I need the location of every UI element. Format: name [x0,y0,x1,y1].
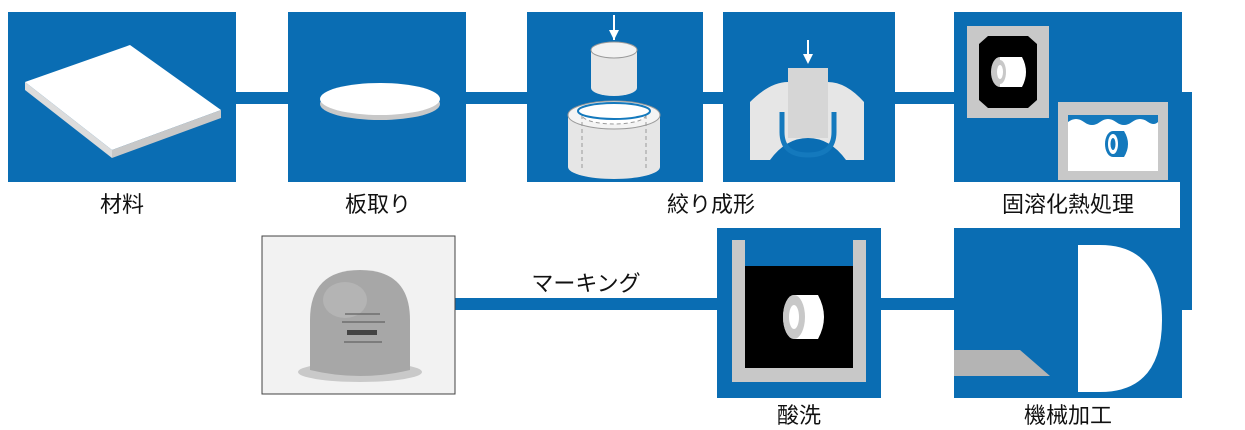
step-material [8,12,236,182]
step-pickling [717,228,881,398]
label-material: 材料 [100,193,144,218]
label-heat-treatment: 固溶化熱処理 [1002,193,1134,218]
step-heat-treatment [954,12,1182,182]
steel-sheet-icon [25,45,221,158]
connector-right-vertical [1180,92,1192,310]
label-marking: マーキング [531,272,640,297]
solution-heat-treatment-icon [967,26,1168,180]
blank-disc-icon [320,83,440,120]
label-pickling: 酸洗 [777,404,821,429]
product-photo-cap [310,270,410,376]
label-blanking: 板取り [345,193,411,218]
label-machining: 機械加工 [1024,404,1112,429]
step-blanking [288,12,466,182]
pickling-tank-icon [732,240,866,382]
step-deep-drawing [527,12,895,182]
deep-drawing-press-icon [567,15,864,179]
product-photo [261,235,456,395]
label-deep-drawing: 絞り成形 [667,193,755,218]
step-machining [954,228,1182,398]
machining-tool-icon [954,245,1162,392]
